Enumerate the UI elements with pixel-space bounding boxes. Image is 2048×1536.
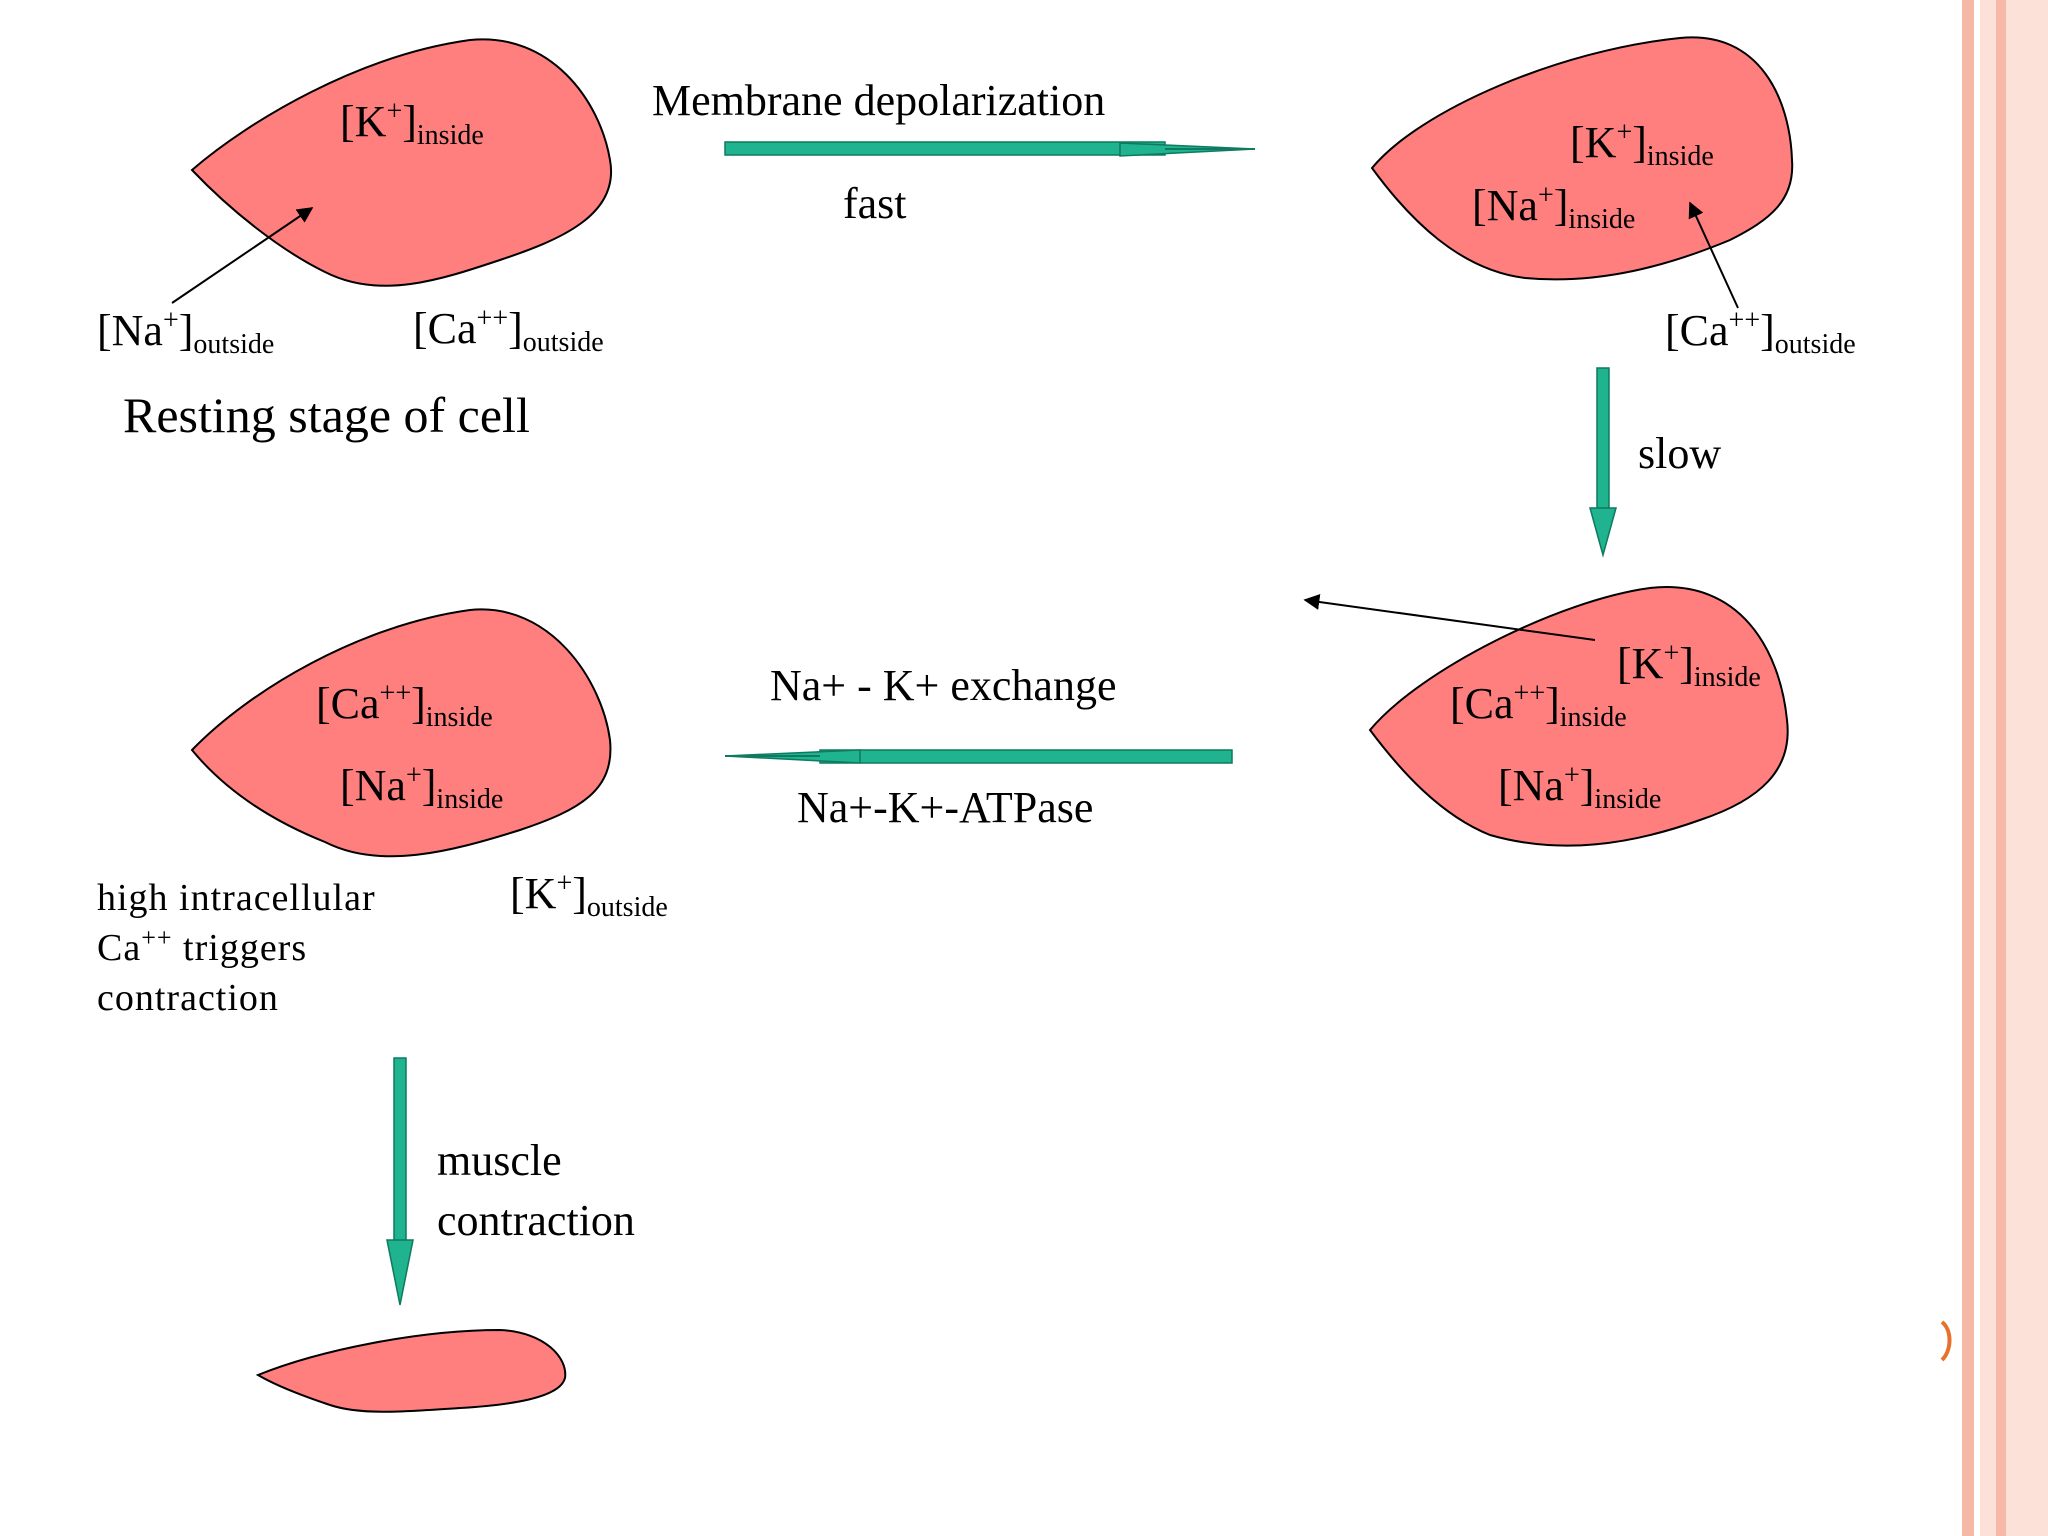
exch-caption-line3: contraction [97, 977, 279, 1019]
exch-caption-line2: Ca++ triggers [97, 923, 307, 969]
calc-na-inside: [Na+]inside [1498, 760, 1661, 815]
cell-calcium-in [1368, 586, 1789, 847]
right-arrow-speed: slow [1638, 429, 1721, 478]
middle-arrow-enzyme: Na+-K+-ATPase [797, 783, 1093, 832]
calc-ca-inside: [Ca++]inside [1450, 678, 1627, 733]
top-arrow-label: Membrane depolarization [652, 76, 1105, 125]
cell-contracted [255, 1328, 567, 1413]
slide-border-edge [1996, 0, 2006, 1536]
slide-border-outer [1962, 0, 1974, 1536]
depol-na-inside: [Na+]inside [1472, 180, 1635, 235]
bottom-arrow-line2: contraction [437, 1196, 635, 1245]
middle-arrow-label: Na+ - K+ exchange [770, 661, 1116, 710]
top-arrow-speed: fast [843, 179, 907, 228]
exch-caption-line1: high intracellular [97, 877, 376, 919]
resting-na-outside: [Na+]outside [97, 305, 274, 360]
slide-border-inner [1980, 0, 2048, 1536]
decorative-orange-mark [1940, 1320, 1952, 1362]
k-exit-arrow [1303, 594, 1596, 641]
exch-ca-inside: [Ca++]inside [316, 678, 493, 733]
contraction-arrow [386, 1057, 414, 1306]
fast-arrow [724, 141, 1256, 157]
resting-caption: Resting stage of cell [123, 387, 530, 443]
depol-k-inside: [K+]inside [1570, 117, 1714, 172]
slow-arrow [1589, 367, 1617, 558]
calc-k-inside: [K+]inside [1617, 638, 1761, 693]
na-entry-arrow [171, 207, 314, 304]
ca-entry-arrow [1688, 201, 1739, 309]
cell-depolarized [1370, 36, 1794, 281]
exchange-arrow [724, 749, 1233, 764]
resting-ca-outside: [Ca++]outside [413, 303, 604, 358]
resting-k-inside: [K+]inside [340, 96, 484, 151]
exch-na-inside: [Na+]inside [340, 760, 503, 815]
bottom-arrow-line1: muscle [437, 1136, 562, 1185]
cell-resting [190, 38, 613, 287]
depol-ca-outside: [Ca++]outside [1665, 305, 1856, 360]
slide-border-gap [1974, 0, 1980, 1536]
cell-exchanged [190, 608, 612, 858]
exch-k-outside: [K+]outside [510, 868, 668, 923]
